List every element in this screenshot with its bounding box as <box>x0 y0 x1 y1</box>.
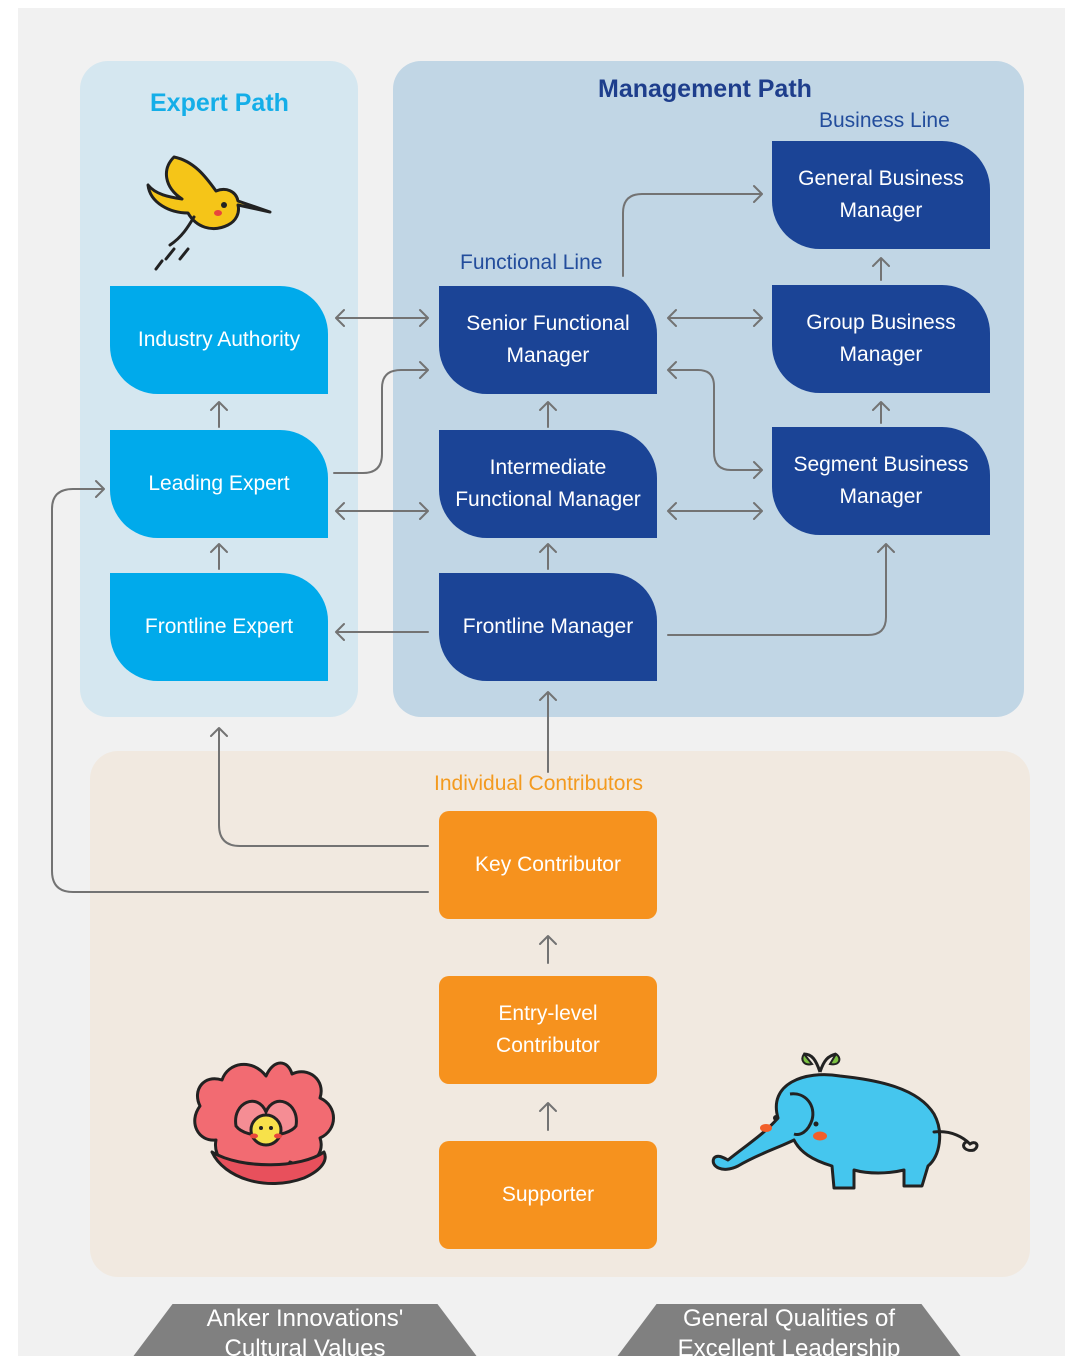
segment-business-manager-box: Segment Business Manager <box>772 427 990 535</box>
senior-functional-manager-box: Senior Functional Manager <box>439 286 657 394</box>
leadership-qualities-line1: General Qualities of <box>682 1305 896 1332</box>
business-line-label: Business Line <box>819 109 950 132</box>
hummingbird-mascot-icon <box>146 155 272 271</box>
cultural-values-line1: Anker Innovations' <box>206 1305 404 1332</box>
leadership-qualities-banner: General Qualities of Excellent Leadershi… <box>610 1304 968 1356</box>
leading-expert-box: Leading Expert <box>110 430 328 538</box>
leadership-qualities-line2: Excellent Leadership <box>677 1335 901 1356</box>
intermediate-functional-manager-box: Intermediate Functional Manager <box>439 430 657 538</box>
frontline-expert-box: Frontline Expert <box>110 573 328 681</box>
entry-level-contributor-box: Entry-level Contributor <box>439 976 657 1084</box>
flower-mascot-icon <box>193 1061 335 1186</box>
management-path-title: Management Path <box>598 75 812 103</box>
cultural-values-line2: Cultural Values <box>224 1335 386 1356</box>
functional-line-label: Functional Line <box>460 251 603 274</box>
career-path-diagram: Expert Path Management Path Business Lin… <box>18 8 1065 1356</box>
expert-path-title: Expert Path <box>150 89 289 117</box>
elephant-mascot-icon <box>711 1052 979 1190</box>
group-business-manager-box: Group Business Manager <box>772 285 990 393</box>
general-business-manager-box: General Business Manager <box>772 141 990 249</box>
industry-authority-box: Industry Authority <box>110 286 328 394</box>
cultural-values-banner: Anker Innovations' Cultural Values <box>126 1304 484 1356</box>
individual-contributors-label: Individual Contributors <box>434 772 643 795</box>
frontline-manager-box: Frontline Manager <box>439 573 657 681</box>
supporter-box: Supporter <box>439 1141 657 1249</box>
key-contributor-box: Key Contributor <box>439 811 657 919</box>
